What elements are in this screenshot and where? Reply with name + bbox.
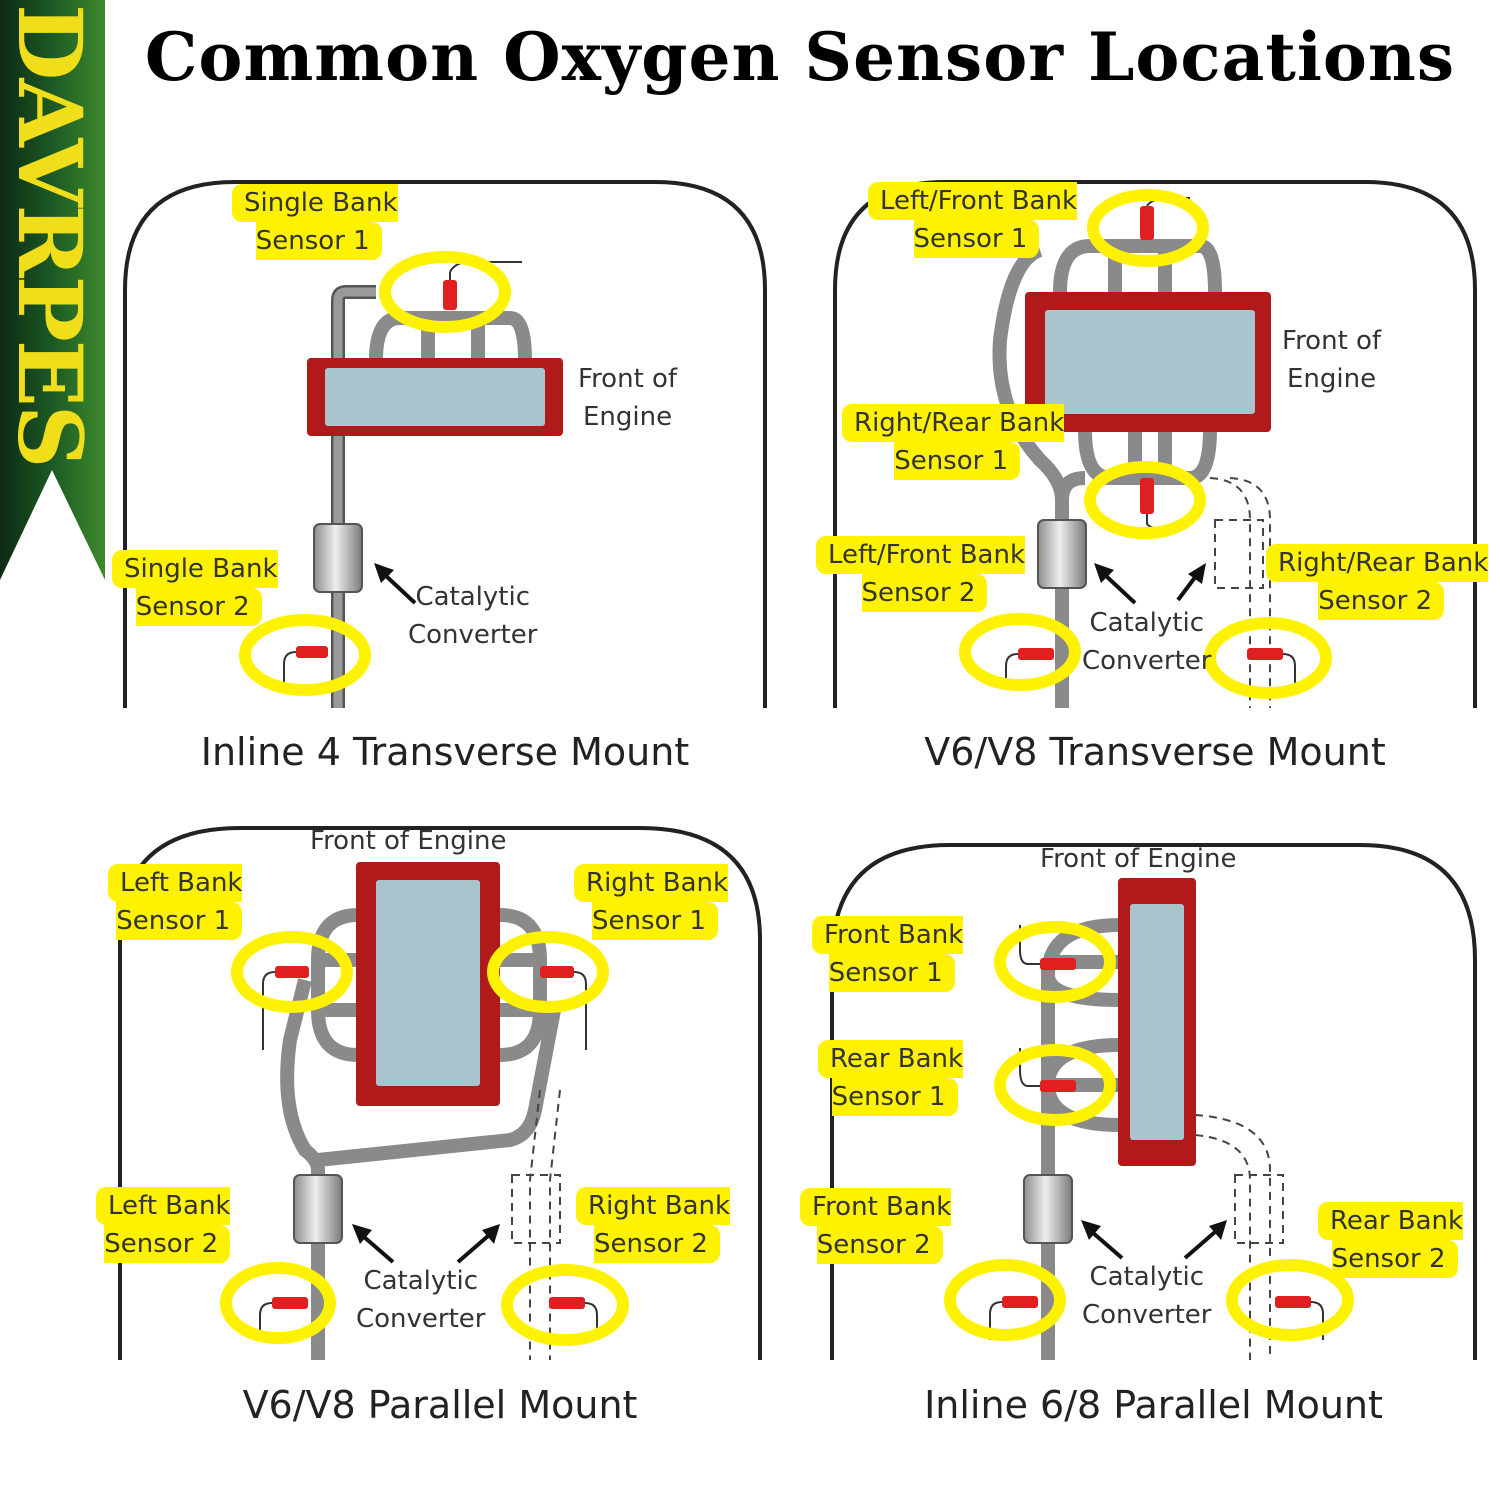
sensor-label-text: Rear Bank Sensor 1 (822, 1044, 964, 1112)
catalytic-converter-arrow (374, 563, 417, 605)
front-of-engine-label: Front of Engine (1040, 844, 1237, 874)
sensor-4-marker (1247, 648, 1296, 690)
catalytic-converter-label: Catalytic Converter (1082, 1262, 1212, 1330)
brand-banner-shape (0, 0, 105, 580)
sensor-label-text: Front Bank Sensor 1 (816, 920, 964, 988)
sensor-label: Rear Bank Sensor 1 (822, 1040, 964, 1116)
sensor-label-text: Right/Rear Bank Sensor 1 (846, 408, 1065, 476)
exhaust-pipe (280, 978, 325, 1360)
catalytic-converter (293, 1174, 343, 1244)
vehicle-outline (830, 843, 1477, 1360)
sensor-label: Right Bank Sensor 1 (578, 864, 729, 940)
rear-pipe-dashed (1194, 1114, 1284, 1360)
sensor-1-highlight-ring (231, 931, 353, 1013)
sensor-label-text: Single Bank Sensor 1 (236, 188, 398, 256)
sensor-label-text: Left/Front Bank Sensor 2 (820, 540, 1026, 608)
sensor-3-marker (259, 1297, 308, 1340)
sensor-label: Single Bank Sensor 2 (116, 550, 278, 626)
panel-caption: V6/V8 Transverse Mount (924, 730, 1386, 774)
sensor-2-highlight-ring (1084, 461, 1206, 539)
panel-v6-v8-transverse (833, 180, 1477, 708)
brand-banner: DAVRPES (0, 0, 105, 590)
crossover-pipe (317, 1003, 562, 1167)
sensor-2-marker (283, 646, 328, 690)
sensor-1-highlight-ring (379, 251, 511, 333)
sensor-2-marker (540, 966, 587, 1050)
sensor-3-marker (989, 1296, 1038, 1340)
sensor-label-text: Left/Front Bank Sensor 1 (872, 186, 1078, 254)
sensor-label: Left Bank Sensor 1 (112, 864, 243, 940)
catalytic-converter-arrow (456, 1224, 500, 1264)
panel-inline-4-transverse (123, 180, 767, 708)
catalytic-converter (313, 523, 363, 593)
sensor-label: Front Bank Sensor 1 (816, 916, 964, 992)
sensor-3-highlight-ring (959, 613, 1081, 691)
catalytic-converter-label: Catalytic Converter (408, 582, 538, 650)
catalytic-converter-arrow (1176, 563, 1206, 602)
sensor-label-text: Rear Bank Sensor 2 (1322, 1206, 1464, 1274)
sensor-2-highlight-ring (487, 931, 609, 1013)
sensor-label-text: Right Bank Sensor 1 (578, 868, 729, 936)
vehicle-outline (123, 180, 767, 708)
catalytic-converter-label: Catalytic Converter (1082, 608, 1212, 676)
sensor-label: Left/Front Bank Sensor 2 (820, 536, 1026, 612)
sensor-3-highlight-ring (944, 1259, 1066, 1341)
engine-cover (376, 880, 480, 1086)
catalytic-converter-arrow (352, 1224, 395, 1264)
catalytic-converter (1023, 1174, 1073, 1244)
sensor-2-marker (1140, 478, 1171, 531)
sensor-label-text: Right/Rear Bank Sensor 2 (1270, 548, 1489, 616)
catalytic-converter-label: Catalytic Converter (356, 1266, 486, 1334)
panel-v6-v8-parallel (118, 826, 762, 1360)
sensor-2-highlight-ring (239, 614, 371, 696)
engine-cover (1045, 310, 1255, 414)
sensor-label-text: Single Bank Sensor 2 (116, 554, 278, 622)
sensor-label-text: Left Bank Sensor 1 (112, 868, 243, 936)
panel-caption: Inline 4 Transverse Mount (200, 730, 690, 774)
sensor-1-highlight-ring (994, 921, 1116, 1003)
front-of-engine-label: Front of Engine (310, 826, 507, 856)
sensor-label: Rear Bank Sensor 2 (1322, 1202, 1464, 1278)
sensor-1-marker (1019, 925, 1076, 970)
front-of-engine-label: Front of Engine (578, 364, 678, 432)
sensor-4-highlight-ring (501, 1264, 629, 1346)
catalytic-converter-arrow (1183, 1220, 1227, 1260)
vehicle-outline (833, 180, 1477, 708)
sensor-2-highlight-ring (994, 1044, 1116, 1126)
sensor-label-text: Right Bank Sensor 2 (580, 1191, 731, 1259)
sensor-label: Single Bank Sensor 1 (236, 184, 398, 260)
front-of-engine-label: Front of Engine (1282, 326, 1382, 394)
engine-cover (325, 368, 545, 426)
sensor-1-marker (262, 966, 309, 1050)
sensor-label-text: Front Bank Sensor 2 (804, 1192, 952, 1260)
sensor-4-marker (549, 1297, 598, 1340)
brand-logo-text: DAVRPES (0, 3, 102, 467)
sensor-label: Left/Front Bank Sensor 1 (872, 182, 1078, 258)
sensor-3-marker (1005, 648, 1054, 690)
sensor-label: Right/Rear Bank Sensor 2 (1270, 544, 1489, 620)
panel-caption: V6/V8 Parallel Mount (242, 1383, 638, 1427)
rear-pipe-dashed (1209, 477, 1271, 708)
sensor-label: Front Bank Sensor 2 (804, 1188, 952, 1264)
sensor-label: Right/Rear Bank Sensor 1 (846, 404, 1065, 480)
page-title: Common Oxygen Sensor Locations (144, 18, 1456, 96)
engine-cover (1130, 904, 1184, 1140)
catalytic-converter-arrow (1081, 1220, 1124, 1260)
exhaust-pipe (992, 243, 1069, 708)
catalytic-converter (1037, 519, 1087, 589)
sensor-1-highlight-ring (1087, 189, 1209, 267)
sensor-4-highlight-ring (1204, 617, 1332, 699)
sensor-label: Right Bank Sensor 2 (580, 1187, 731, 1263)
exhaust-pipe (333, 287, 376, 708)
panel-inline-6-8-parallel (830, 843, 1477, 1360)
sensor-4-marker (1275, 1296, 1324, 1340)
catalytic-converter-arrow (1094, 563, 1137, 605)
sensor-4-highlight-ring (1226, 1259, 1354, 1341)
sensor-label: Left Bank Sensor 2 (100, 1187, 231, 1263)
sensor-2-marker (1019, 1048, 1076, 1092)
sensor-label-text: Left Bank Sensor 2 (100, 1191, 231, 1259)
sensor-3-highlight-ring (220, 1262, 336, 1344)
panel-caption: Inline 6/8 Parallel Mount (924, 1383, 1383, 1427)
